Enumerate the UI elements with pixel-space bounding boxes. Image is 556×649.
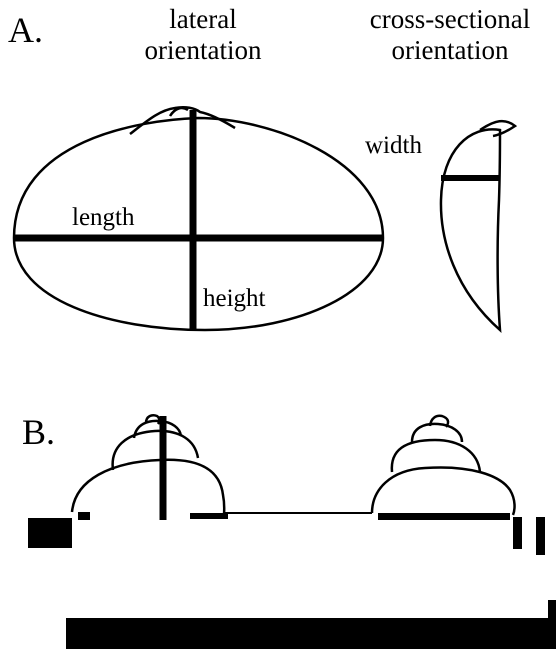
lateral-heading-line1: lateral xyxy=(169,4,237,34)
lateral-shell-umbo xyxy=(129,105,236,135)
artifact-left-block xyxy=(28,518,72,548)
lateral-shell xyxy=(12,105,385,332)
lateral-heading: lateral orientation xyxy=(118,4,288,66)
artifact-right-block xyxy=(378,513,510,520)
cross-heading-line1: cross-sectional xyxy=(369,4,531,34)
snail-right-third-whorl xyxy=(410,422,464,443)
lateral-shell-beak xyxy=(168,106,189,117)
cross-section-shell xyxy=(439,119,518,333)
snail-left-second-whorl xyxy=(111,429,200,471)
length-label: length xyxy=(72,204,135,231)
artifact-center-block xyxy=(190,513,228,519)
bottom-bar xyxy=(66,618,556,649)
cross-section-outline xyxy=(439,128,502,333)
snail-left-apex xyxy=(144,414,161,425)
lateral-heading-line2: orientation xyxy=(144,35,262,66)
snail-shell-left xyxy=(70,414,226,516)
lateral-measure-lines xyxy=(14,110,383,330)
snail-right-apex xyxy=(428,414,450,428)
snail-right-body-whorl xyxy=(370,466,516,516)
cross-section-beak xyxy=(479,119,518,138)
width-label: width xyxy=(365,132,422,159)
height-label: height xyxy=(203,285,266,312)
snail-left-body-whorl xyxy=(70,458,226,516)
cross-sectional-heading: cross-sectional orientation xyxy=(350,4,550,66)
artifact-right-edge xyxy=(536,517,545,555)
panel-b-label: B. xyxy=(22,412,56,452)
snail-shell-right xyxy=(370,414,516,516)
cross-heading-line2: orientation xyxy=(391,35,509,66)
lateral-shell-outline xyxy=(12,116,385,332)
artifact-right-post xyxy=(513,517,522,549)
panel-a-label: A. xyxy=(8,10,43,50)
scan-artifacts xyxy=(28,512,556,649)
artifact-left-bit xyxy=(78,512,90,520)
snail-right-second-whorl xyxy=(390,438,482,473)
